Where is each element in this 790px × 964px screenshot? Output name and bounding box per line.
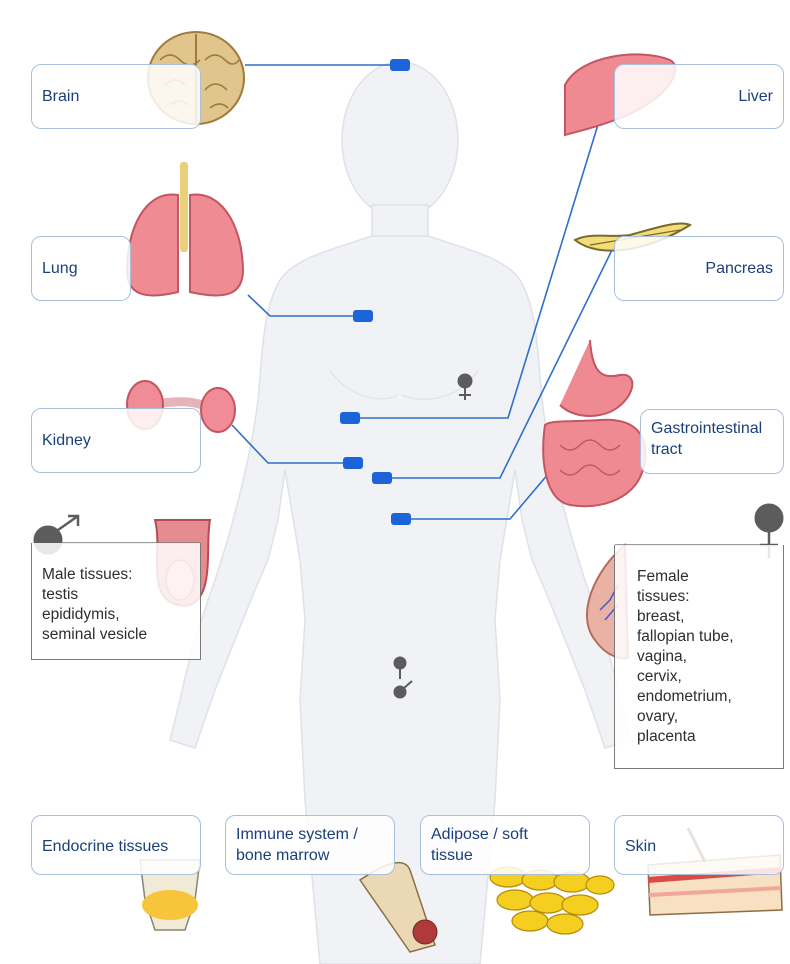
female-label-line5: vagina, — [637, 647, 773, 667]
female-label-line1: Female — [637, 567, 773, 587]
female-tissues-box: Female tissues: breast, fallopian tube, … — [614, 545, 784, 769]
adipose-illustration — [490, 867, 614, 934]
lung-label-box: Lung — [31, 236, 131, 301]
kidney-marker — [343, 457, 363, 469]
female-label-line8: ovary, — [637, 707, 773, 727]
lung-illustration — [127, 162, 243, 296]
pancreas-label-box: Pancreas — [614, 236, 784, 301]
male-label-line2: testis — [42, 585, 190, 605]
female-label-line7: endometrium, — [637, 687, 773, 707]
liver-label-box: Liver — [614, 64, 784, 129]
lung-marker — [353, 310, 373, 322]
male-label-line3: epididymis, — [42, 605, 190, 625]
gi-illustration — [543, 340, 645, 506]
pancreas-marker — [372, 472, 392, 484]
female-label-line4: fallopian tube, — [637, 627, 773, 647]
liver-marker — [340, 412, 360, 424]
adipose-label-line2: tissue — [431, 845, 579, 866]
skin-label-box: Skin — [614, 815, 784, 875]
kidney-label: Kidney — [42, 430, 190, 451]
female-label-line6: cervix, — [637, 667, 773, 687]
skin-label: Skin — [625, 836, 773, 857]
male-label-line1: Male tissues: — [42, 565, 190, 585]
immune-label-line2: bone marrow — [236, 845, 384, 866]
immune-label-box: Immune system / bone marrow — [225, 815, 395, 875]
gi-label-box: Gastrointestinal tract — [640, 409, 784, 474]
lung-label: Lung — [42, 258, 120, 279]
adipose-label-line1: Adipose / soft — [431, 824, 579, 845]
kidney-label-box: Kidney — [31, 408, 201, 473]
female-label-line2: tissues: — [637, 587, 773, 607]
adipose-label-box: Adipose / soft tissue — [420, 815, 590, 875]
endocrine-label-box: Endocrine tissues — [31, 815, 201, 875]
female-label-line3: breast, — [637, 607, 773, 627]
gi-label-line1: Gastrointestinal — [651, 418, 773, 439]
endocrine-label: Endocrine tissues — [42, 836, 190, 857]
liver-label: Liver — [625, 86, 773, 107]
male-tissues-box: Male tissues: testis epididymis, seminal… — [31, 543, 201, 660]
male-label-line4: seminal vesicle — [42, 625, 190, 645]
brain-marker — [390, 59, 410, 71]
gi-label-line2: tract — [651, 439, 773, 460]
immune-label-line1: Immune system / — [236, 824, 384, 845]
female-label-line9: placenta — [637, 727, 773, 747]
pancreas-label: Pancreas — [625, 258, 773, 279]
brain-label: Brain — [42, 86, 190, 107]
gi-marker — [391, 513, 411, 525]
brain-label-box: Brain — [31, 64, 201, 129]
